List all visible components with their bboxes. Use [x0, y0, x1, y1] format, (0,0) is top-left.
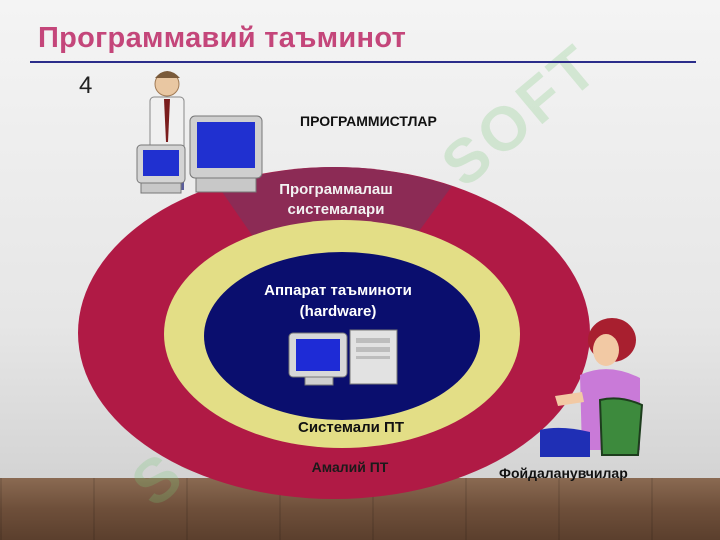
desktop-computer-icon [288, 329, 398, 386]
users-label: Фойдаланувчилар [499, 465, 628, 481]
programmers-label: ПРОГРАММИСТЛАР [300, 113, 437, 129]
system-software-label: Системали ПТ [298, 419, 404, 436]
programming-systems-label: Программалаш системалари [279, 181, 393, 218]
programming-systems-sector [218, 167, 452, 238]
programmer-with-computers-icon [136, 71, 263, 194]
page-title: Программавий таъминот [38, 22, 407, 54]
slide-number: 4 [79, 72, 93, 99]
user-at-computer-icon [540, 318, 644, 457]
application-software-label: Амалий ПТ [311, 459, 389, 475]
title-divider [30, 61, 696, 63]
hardware-label: Аппарат таъминоти (hardware) [264, 282, 412, 320]
